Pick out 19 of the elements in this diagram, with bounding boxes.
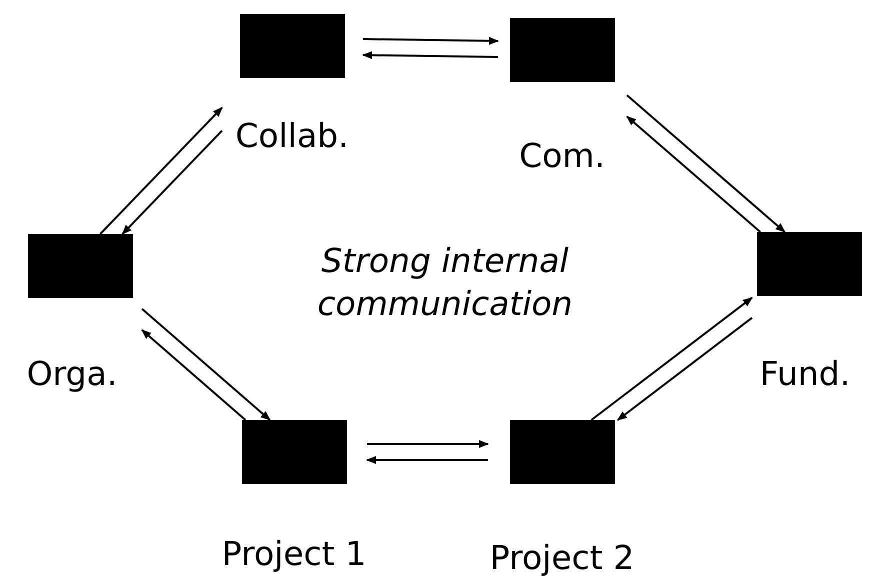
node-label: Collab. — [235, 116, 349, 156]
node-label: Project 2 — [490, 538, 634, 578]
arrow — [141, 329, 246, 421]
arrow — [590, 296, 753, 421]
arrow — [141, 308, 271, 421]
arrow — [626, 116, 761, 233]
arrow — [616, 317, 753, 421]
node-label: Orga. — [26, 354, 118, 394]
node-label: Com. — [519, 136, 605, 176]
arrow — [362, 51, 498, 60]
center-caption: Strong internal communication — [316, 240, 574, 325]
node-label: Project 1 — [222, 534, 366, 574]
arrow — [100, 106, 223, 235]
arrow — [367, 440, 489, 448]
arrow — [362, 36, 499, 45]
node-label: Fund. — [760, 354, 850, 394]
arrow — [122, 130, 223, 235]
arrow — [366, 456, 488, 464]
arrow — [626, 94, 786, 233]
